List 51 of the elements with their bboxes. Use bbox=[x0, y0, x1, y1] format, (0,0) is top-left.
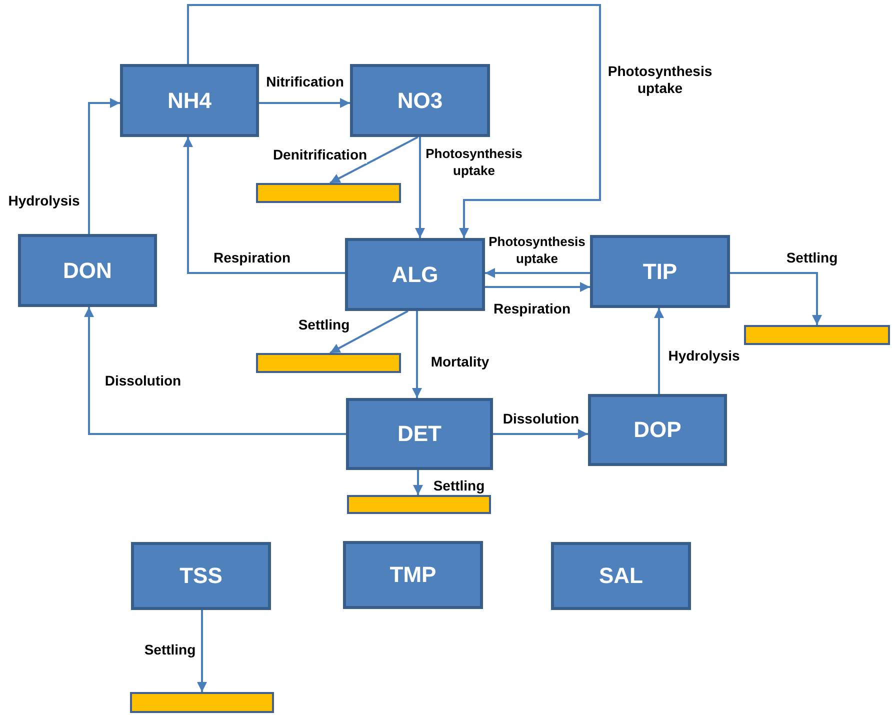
edge-label: Hydrolysis bbox=[668, 348, 740, 364]
arrow bbox=[485, 268, 590, 278]
edge-label: Respiration bbox=[494, 300, 570, 318]
node-label: NH4 bbox=[167, 88, 212, 114]
arrow bbox=[493, 429, 588, 439]
arrow bbox=[259, 98, 350, 108]
process-box bbox=[346, 398, 493, 470]
edge-label: Respiration bbox=[214, 250, 290, 266]
node-label: TIP bbox=[642, 258, 678, 284]
sediment-bar bbox=[347, 495, 491, 514]
process-box bbox=[590, 235, 730, 308]
arrow bbox=[730, 272, 822, 325]
process-box bbox=[120, 64, 259, 137]
node-label: TSS bbox=[180, 563, 222, 589]
arrow bbox=[485, 282, 590, 292]
arrow bbox=[183, 137, 345, 274]
node-label: TMP bbox=[390, 562, 436, 588]
arrow bbox=[413, 470, 423, 495]
edge-label: Settling bbox=[298, 316, 350, 334]
edge-label: Mortality bbox=[430, 354, 490, 370]
arrow bbox=[415, 137, 425, 238]
process-box bbox=[551, 542, 691, 610]
arrow bbox=[654, 308, 664, 394]
node-label: SAL bbox=[599, 563, 643, 589]
process-box bbox=[343, 541, 483, 609]
edge-label: Denitrification bbox=[272, 146, 368, 164]
arrow bbox=[84, 307, 346, 435]
node-label: DET bbox=[398, 421, 442, 447]
edge-label: Settling bbox=[786, 250, 838, 266]
edge-label: Settling bbox=[433, 478, 485, 494]
process-box bbox=[350, 64, 490, 137]
arrow bbox=[187, 4, 601, 238]
sediment-bar bbox=[130, 692, 274, 713]
arrow bbox=[88, 98, 120, 234]
sediment-bar bbox=[256, 183, 401, 203]
arrow bbox=[330, 310, 408, 354]
process-box bbox=[18, 234, 157, 307]
arrow bbox=[412, 311, 422, 398]
edge-label: Hydrolysis bbox=[8, 192, 80, 210]
process-box bbox=[588, 394, 727, 466]
sediment-bar bbox=[256, 353, 401, 373]
node-label: ALG bbox=[392, 262, 438, 288]
node-label: NO3 bbox=[397, 88, 443, 114]
process-box bbox=[345, 238, 485, 311]
node-label: DOP bbox=[634, 417, 682, 443]
process-box bbox=[131, 542, 271, 610]
arrow bbox=[330, 136, 418, 184]
sediment-bar bbox=[744, 325, 890, 345]
node-label: DON bbox=[63, 258, 112, 284]
edge-label: Settling bbox=[144, 642, 196, 658]
arrow bbox=[197, 610, 207, 692]
